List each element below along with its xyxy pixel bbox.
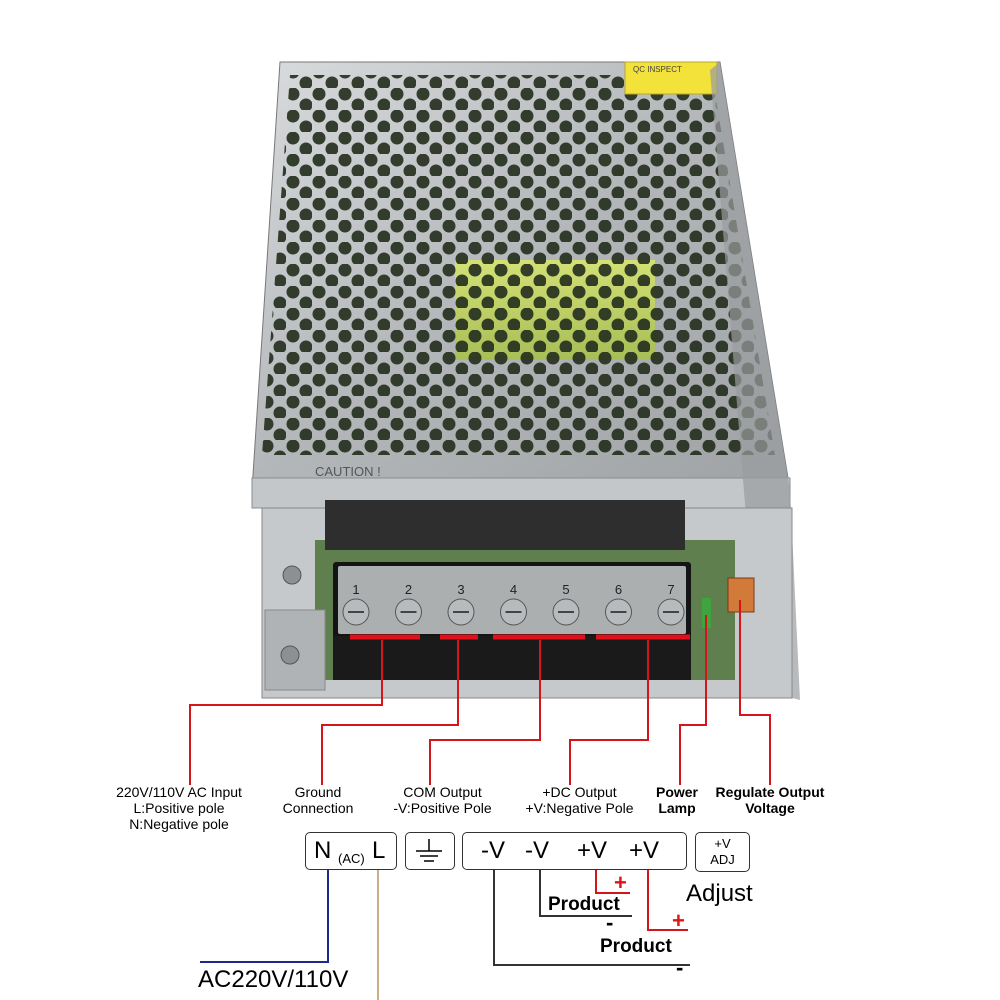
dc-output-label: +DC Output +V:Negative Pole (512, 784, 647, 816)
connection-wires (189, 600, 771, 785)
dc-output-sub: +V:Negative Pole (525, 800, 634, 816)
terminal-l: L (372, 837, 386, 864)
terminal-ac: (AC) (338, 851, 365, 866)
adj-top: +V (714, 836, 731, 851)
ground-title: Ground (294, 784, 342, 800)
product-2-label: Product (600, 936, 672, 957)
com-output-title: COM Output (403, 784, 482, 800)
product-1-label: Product (548, 894, 620, 915)
wire-pos-2 (647, 866, 688, 931)
power-lamp-led (702, 598, 711, 628)
dc-terminal-box: -V -V +V +V (462, 832, 687, 870)
qc-sticker: QC INSPECT (624, 61, 718, 95)
adj-bottom: ADJ (710, 852, 735, 867)
minus-2: - (676, 955, 684, 980)
ac-terminal-box: N (AC) L (305, 832, 397, 870)
plus-2: + (672, 908, 685, 933)
terminal-number: 7 (667, 582, 674, 597)
com-output-label: COM Output -V:Positive Pole (380, 784, 505, 816)
ac-input-title: 220V/110V AC Input (116, 784, 242, 800)
ac-input-n: N:Negative pole (129, 816, 229, 832)
regulate-title: Regulate Output (715, 784, 825, 800)
terminal-neg-v-1: -V (481, 837, 505, 864)
adjust-label: Adjust (686, 880, 753, 907)
ac-input-label: 220V/110V AC Input L:Positive pole N:Neg… (104, 784, 254, 832)
wire-neg-1 (493, 868, 690, 966)
screw-icon (280, 645, 300, 665)
plus-1: + (614, 870, 627, 895)
wire-pos-1 (595, 866, 630, 894)
ac-supply-label: AC220V/110V (198, 966, 349, 993)
terminal-number: 2 (405, 582, 412, 597)
screw-icon (282, 565, 302, 585)
ground-label: Ground Connection (268, 784, 368, 816)
minus-1: - (606, 910, 614, 935)
power-lamp-sub: Lamp (658, 800, 696, 816)
terminal-number: 6 (615, 582, 622, 597)
terminal-number: 4 (510, 582, 517, 597)
regulate-sub: Voltage (745, 800, 795, 816)
qc-sticker-label: QC INSPECT (633, 65, 682, 74)
adj-terminal-box: +V ADJ (695, 832, 750, 872)
perforated-cover (251, 61, 791, 509)
terminal-neg-v-2: -V (525, 837, 549, 864)
terminal-block: 1 2 3 4 5 6 7 (333, 562, 691, 680)
wire-neg-2 (539, 868, 632, 917)
terminal-number: 1 (352, 582, 359, 597)
com-output-sub: -V:Positive Pole (393, 800, 492, 816)
dc-output-title: +DC Output (542, 784, 617, 800)
ground-terminal-box (405, 832, 455, 870)
wire-neutral (200, 868, 329, 963)
ac-input-l: L:Positive pole (133, 800, 225, 816)
caution-text: CAUTION ! (315, 464, 381, 479)
terminal-number: 5 (562, 582, 569, 597)
terminal-pos-v-1: +V (577, 837, 608, 864)
terminal-pos-v-2: +V (629, 837, 660, 864)
power-lamp-label: Power Lamp (648, 784, 706, 816)
power-lamp-title: Power (655, 784, 698, 800)
ground-icon (416, 839, 442, 862)
regulate-label: Regulate Output Voltage (704, 784, 836, 816)
terminal-n: N (314, 837, 332, 864)
terminal-number: 3 (457, 582, 464, 597)
ground-sub: Connection (282, 800, 354, 816)
